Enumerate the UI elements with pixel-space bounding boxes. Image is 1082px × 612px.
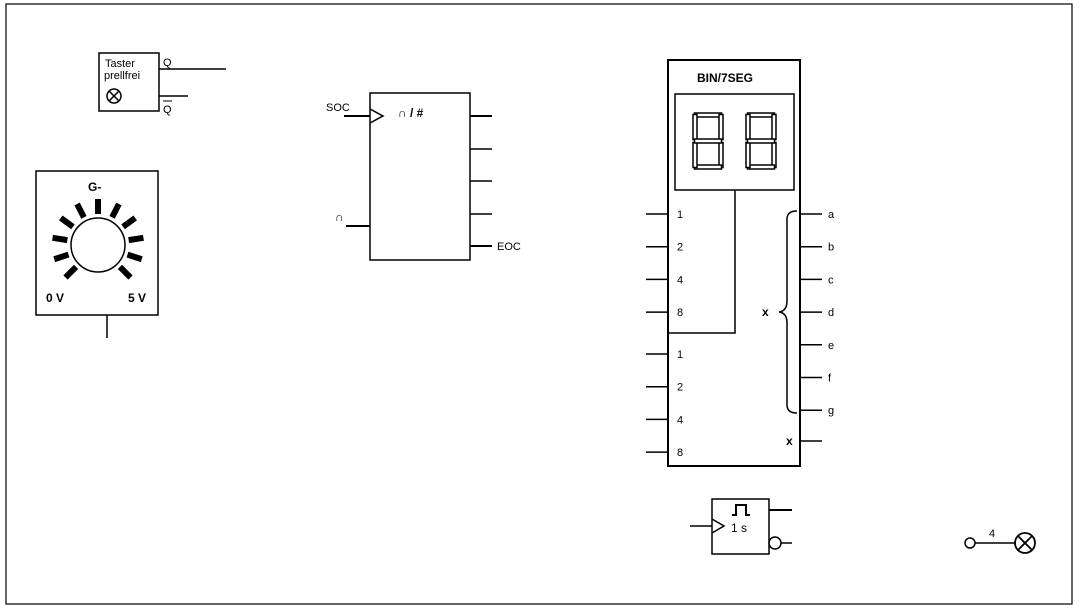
analog-input-label: ∩ bbox=[335, 210, 344, 224]
dial-tick bbox=[109, 202, 122, 219]
adc-symbol: ∩ / # bbox=[398, 106, 424, 120]
voltage-min-label: 0 V bbox=[46, 291, 64, 305]
segment-output-label: e bbox=[828, 340, 834, 352]
display-segment bbox=[692, 113, 698, 141]
display-segment bbox=[693, 138, 723, 144]
dial-ticks-icon bbox=[52, 199, 144, 280]
decoder-input-upper-label: 1 bbox=[677, 209, 683, 221]
dial-tick bbox=[128, 234, 144, 244]
display-segment bbox=[745, 141, 751, 169]
extra-output-label: x bbox=[786, 434, 793, 448]
display-segment bbox=[746, 164, 776, 170]
dial-tick bbox=[74, 202, 87, 219]
dial-knob[interactable] bbox=[70, 217, 126, 273]
clock-input-icon bbox=[369, 108, 385, 124]
input-group-divider bbox=[668, 190, 736, 334]
q-output-label: Q bbox=[163, 57, 172, 69]
output-lamp[interactable]: 4 bbox=[964, 528, 1036, 554]
debounced-button-title-2: prellfrei bbox=[104, 70, 140, 82]
decoder-input-lower-label: 4 bbox=[677, 414, 683, 426]
display-segment bbox=[746, 138, 776, 144]
voltage-source[interactable]: G- 0 V 5 V bbox=[35, 170, 159, 338]
drawing-frame bbox=[5, 3, 1073, 605]
monoflop[interactable]: 1 s bbox=[690, 498, 792, 555]
decoder-title: BIN/7SEG bbox=[697, 71, 753, 85]
lamp-wire-label: 4 bbox=[989, 528, 995, 540]
dial-tick bbox=[121, 215, 137, 230]
display-segment bbox=[693, 112, 723, 118]
segment-output-label: d bbox=[828, 307, 834, 319]
decoder-input-lower-label: 1 bbox=[677, 349, 683, 361]
voltage-source-title: G- bbox=[88, 180, 101, 194]
debounced-button[interactable]: Taster prellfrei Q Q bbox=[98, 52, 226, 116]
display-segment bbox=[746, 112, 776, 118]
display-segment bbox=[771, 113, 777, 141]
soc-label: SOC bbox=[326, 102, 350, 114]
decoder-input-lower-label: 8 bbox=[677, 447, 683, 459]
dial-tick bbox=[126, 251, 143, 263]
segment-brace-icon bbox=[778, 210, 798, 414]
lamp-icon bbox=[1014, 532, 1036, 554]
decoder-input-upper-label: 4 bbox=[677, 274, 683, 286]
voltage-max-label: 5 V bbox=[128, 291, 146, 305]
dial-tick bbox=[63, 264, 79, 280]
lamp-terminal[interactable] bbox=[964, 537, 976, 549]
pulse-icon bbox=[732, 504, 750, 516]
decoder-input-upper-label: 2 bbox=[677, 242, 683, 254]
segment-output-label: a bbox=[828, 209, 835, 221]
display-segment bbox=[693, 164, 723, 170]
eoc-label: EOC bbox=[497, 241, 521, 253]
seven-segment-digits bbox=[692, 112, 777, 170]
dial-tick bbox=[52, 234, 68, 244]
adc-block[interactable]: ∩ / # SOC ∩ EOC bbox=[326, 92, 521, 261]
display-segment bbox=[718, 141, 724, 169]
q-bar-output-label: Q bbox=[163, 104, 172, 116]
monoflop-clock-icon bbox=[711, 518, 726, 534]
dial-tick bbox=[59, 215, 75, 230]
segment-output-label: b bbox=[828, 242, 834, 254]
brace-label: x bbox=[762, 305, 769, 319]
inverter-bubble-icon bbox=[768, 536, 782, 550]
segment-output-label: g bbox=[828, 405, 834, 417]
display-segment bbox=[718, 113, 724, 141]
dial-tick bbox=[53, 251, 70, 263]
decoder-input-lower-label: 2 bbox=[677, 382, 683, 394]
display-segment bbox=[745, 113, 751, 141]
debounced-button-title-1: Taster bbox=[105, 58, 135, 70]
lamp-icon bbox=[106, 88, 122, 104]
display-segment bbox=[692, 141, 698, 169]
monoflop-duration: 1 s bbox=[731, 521, 747, 535]
decoder-input-upper-label: 8 bbox=[677, 307, 683, 319]
dial-tick bbox=[117, 264, 133, 280]
segment-output-label: f bbox=[828, 373, 832, 385]
display-segment bbox=[771, 141, 777, 169]
segment-output-label: c bbox=[828, 274, 834, 286]
